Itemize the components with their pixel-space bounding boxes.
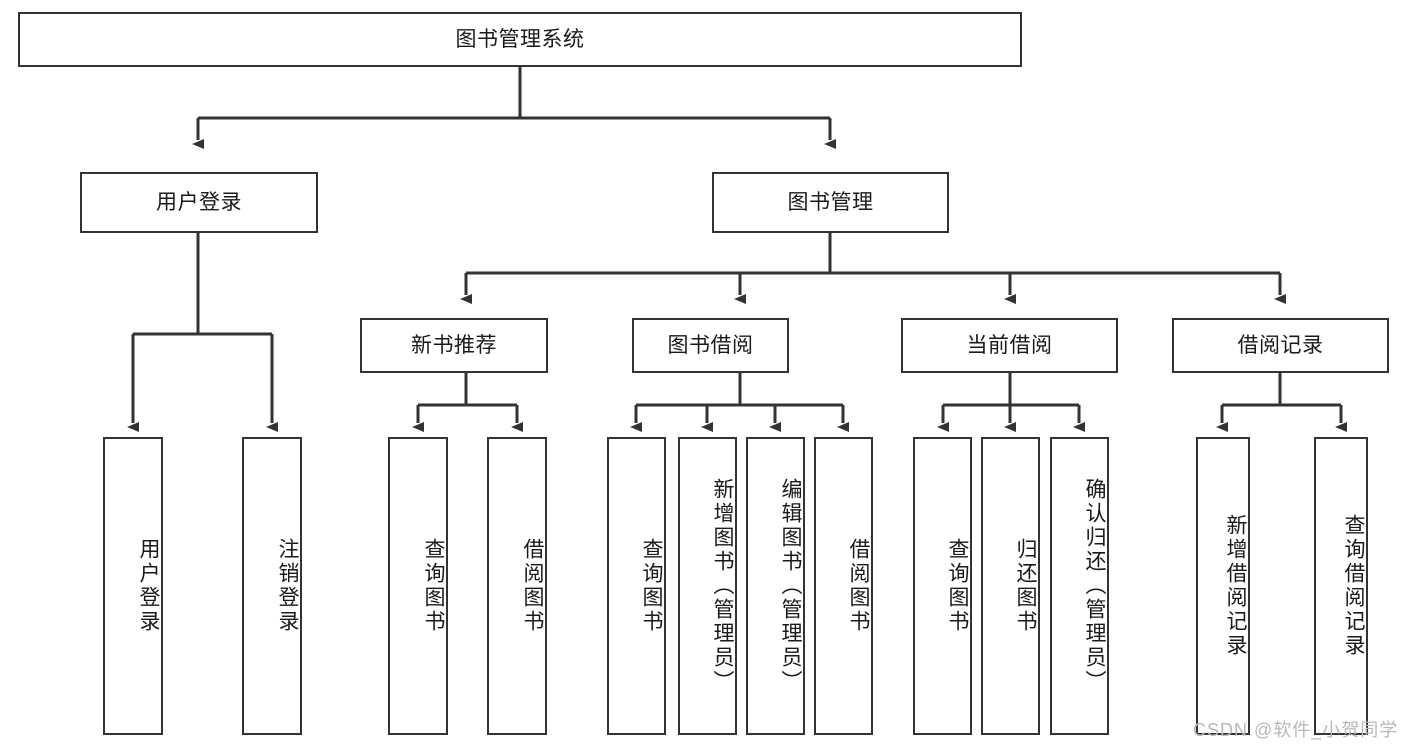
leaf-current-borrow-return-book[interactable]: 归还图书 bbox=[981, 437, 1040, 735]
node-book-management[interactable]: 图书管理 bbox=[712, 172, 949, 233]
leaf-book-borrow-borrow-book[interactable]: 借阅图书 bbox=[814, 437, 873, 735]
node-label: 查询借阅记录 bbox=[1342, 514, 1365, 658]
leaf-user-login-logout[interactable]: 注销登录 bbox=[242, 437, 302, 735]
node-label: 查询图书 bbox=[640, 538, 663, 634]
node-root-book-management-system[interactable]: 图书管理系统 bbox=[18, 12, 1022, 67]
node-label: 新增借阅记录 bbox=[1224, 514, 1247, 658]
node-label: 确认归还（管理员） bbox=[1083, 478, 1106, 694]
node-label: 借阅图书 bbox=[847, 538, 870, 634]
node-label: 图书借阅 bbox=[667, 333, 754, 357]
csdn-watermark: CSDN @软件_小贺同学 bbox=[1193, 720, 1399, 740]
node-user-login[interactable]: 用户登录 bbox=[80, 172, 318, 233]
node-label: 用户登录 bbox=[137, 538, 160, 634]
node-label: 查询图书 bbox=[422, 538, 445, 634]
leaf-current-borrow-query-book[interactable]: 查询图书 bbox=[913, 437, 972, 735]
leaf-borrow-record-add-record[interactable]: 新增借阅记录 bbox=[1196, 437, 1250, 735]
node-label: 图书管理系统 bbox=[455, 27, 585, 51]
leaf-new-book-query-book[interactable]: 查询图书 bbox=[388, 437, 448, 735]
leaf-user-login-login[interactable]: 用户登录 bbox=[103, 437, 163, 735]
node-label: 注销登录 bbox=[276, 538, 299, 634]
node-label: 借阅图书 bbox=[521, 538, 544, 634]
leaf-book-borrow-query-book[interactable]: 查询图书 bbox=[607, 437, 666, 735]
node-label: 当前借阅 bbox=[966, 333, 1053, 357]
node-new-book-recommend[interactable]: 新书推荐 bbox=[360, 318, 548, 373]
node-label: 新增图书（管理员） bbox=[711, 478, 734, 694]
node-label: 归还图书 bbox=[1014, 538, 1037, 634]
node-borrow-record[interactable]: 借阅记录 bbox=[1172, 318, 1389, 373]
leaf-borrow-record-query-record[interactable]: 查询借阅记录 bbox=[1314, 437, 1368, 735]
leaf-book-borrow-add-book-admin[interactable]: 新增图书（管理员） bbox=[678, 437, 737, 735]
node-label: 借阅记录 bbox=[1237, 333, 1324, 357]
node-label: 用户登录 bbox=[156, 190, 242, 214]
node-book-borrow[interactable]: 图书借阅 bbox=[632, 318, 789, 373]
node-label: 新书推荐 bbox=[411, 333, 497, 357]
leaf-book-borrow-edit-book-admin[interactable]: 编辑图书（管理员） bbox=[746, 437, 805, 735]
leaf-new-book-borrow-book[interactable]: 借阅图书 bbox=[487, 437, 547, 735]
node-current-borrow[interactable]: 当前借阅 bbox=[901, 318, 1118, 373]
leaf-current-borrow-confirm-return-admin[interactable]: 确认归还（管理员） bbox=[1050, 437, 1109, 735]
node-label: 图书管理 bbox=[787, 190, 874, 214]
node-label: 查询图书 bbox=[946, 538, 969, 634]
node-label: 编辑图书（管理员） bbox=[779, 478, 802, 694]
